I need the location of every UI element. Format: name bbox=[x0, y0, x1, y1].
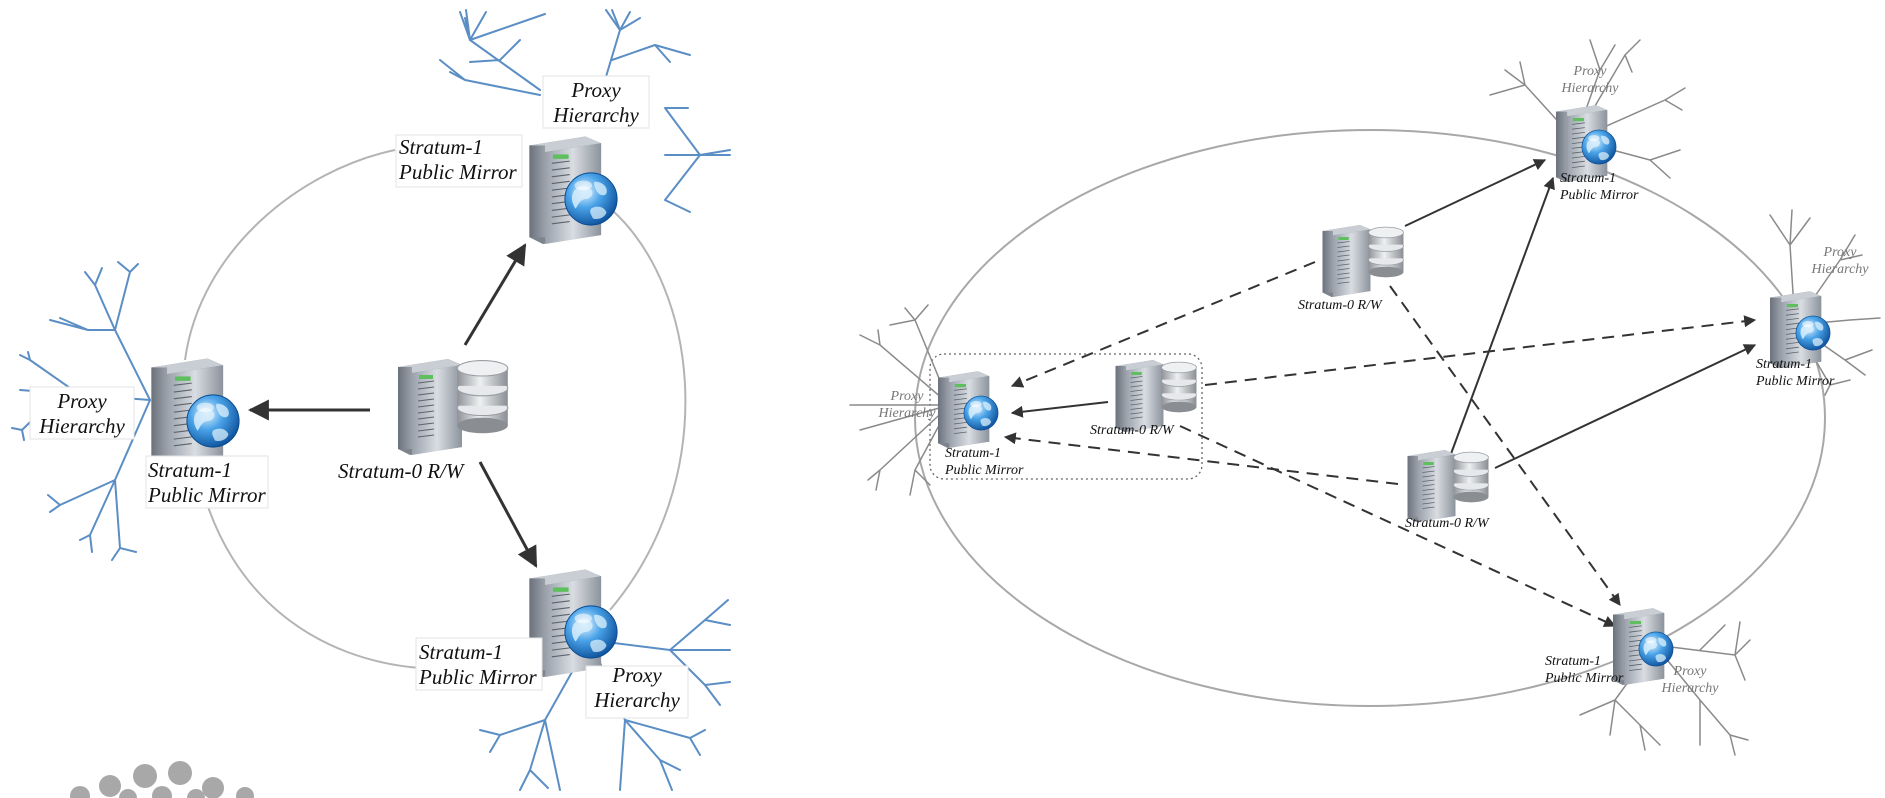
database-disks-icon bbox=[1161, 361, 1197, 413]
left-tree-bottom bbox=[479, 599, 731, 791]
right-mirror-left bbox=[937, 370, 999, 448]
right-tree-top bbox=[1489, 39, 1686, 179]
right-top-mirror-line2: Public Mirror bbox=[1559, 188, 1639, 203]
left-left-proxy-line2: Hierarchy bbox=[38, 414, 125, 438]
server-tower-icon bbox=[1322, 224, 1371, 297]
left-label-boxes bbox=[29, 75, 689, 719]
logo-dots-icon bbox=[70, 761, 254, 798]
globe-icon bbox=[564, 172, 618, 226]
left-center-server bbox=[397, 358, 509, 455]
left-bottom-proxy-line2: Hierarchy bbox=[593, 688, 680, 712]
right-dashed-arrows bbox=[1003, 261, 1757, 627]
server-tower-icon bbox=[397, 358, 463, 455]
globe-icon bbox=[186, 394, 240, 448]
left-diagram: Stratum-0 R/W Stratum-1 Public Mirror Pr… bbox=[11, 9, 731, 791]
right-s0-top-label: Stratum-0 R/W bbox=[1298, 298, 1383, 313]
right-bottom-proxy-line1: Proxy bbox=[1673, 664, 1708, 679]
database-disks-icon bbox=[456, 360, 509, 434]
right-solid-arrows bbox=[1010, 159, 1757, 471]
left-arrows bbox=[247, 243, 538, 568]
globe-icon bbox=[1795, 315, 1831, 351]
left-center-label: Stratum-0 R/W bbox=[338, 459, 466, 483]
left-bottom-proxy-line1: Proxy bbox=[611, 663, 662, 687]
left-top-mirror-line1: Stratum-1 bbox=[399, 135, 483, 159]
left-ring bbox=[184, 149, 687, 669]
left-left-mirror-line2: Public Mirror bbox=[147, 483, 266, 507]
right-left-proxy-line1: Proxy bbox=[890, 389, 925, 404]
right-left-mirror-line1: Stratum-1 bbox=[945, 446, 1001, 461]
left-mirror-top bbox=[528, 135, 618, 244]
right-bottom-mirror-line1: Stratum-1 bbox=[1545, 654, 1601, 669]
right-left-mirror-line2: Public Mirror bbox=[944, 463, 1024, 478]
globe-icon bbox=[1638, 631, 1674, 667]
right-top-proxy-line1: Proxy bbox=[1573, 64, 1608, 79]
right-group-box bbox=[929, 353, 1203, 480]
globe-icon bbox=[963, 395, 999, 431]
left-left-mirror-line1: Stratum-1 bbox=[148, 458, 232, 482]
right-s0-center-label: Stratum-0 R/W bbox=[1090, 423, 1175, 438]
left-tree-top bbox=[439, 9, 731, 213]
left-top-proxy-line2: Hierarchy bbox=[552, 103, 639, 127]
server-tower-icon bbox=[1407, 449, 1456, 522]
right-right-proxy-line1: Proxy bbox=[1823, 245, 1858, 260]
right-right-mirror-line1: Stratum-1 bbox=[1756, 357, 1812, 372]
right-ring bbox=[914, 129, 1826, 707]
right-left-proxy-line2: Hierarchy bbox=[877, 406, 936, 421]
globe-icon bbox=[1581, 129, 1617, 165]
left-top-proxy-line1: Proxy bbox=[570, 78, 621, 102]
right-s0-center bbox=[1115, 359, 1197, 432]
left-tree-left bbox=[11, 261, 151, 561]
left-left-proxy-line1: Proxy bbox=[56, 389, 107, 413]
database-disks-icon bbox=[1368, 226, 1404, 278]
right-tree-left bbox=[849, 304, 951, 496]
right-right-mirror-line2: Public Mirror bbox=[1755, 374, 1835, 389]
server-tower-icon bbox=[1115, 359, 1164, 432]
right-s0-bottom-label: Stratum-0 R/W bbox=[1405, 516, 1490, 531]
right-bottom-mirror-line2: Public Mirror bbox=[1544, 671, 1624, 686]
left-mirror-left bbox=[150, 357, 240, 466]
left-bottom-mirror-line2: Public Mirror bbox=[418, 665, 537, 689]
globe-icon bbox=[564, 605, 618, 659]
right-diagram: Stratum-0 R/W Stratum-0 R/W Stratum-0 R/… bbox=[849, 39, 1881, 756]
left-mirror-bottom bbox=[528, 568, 618, 677]
right-s0-bottom bbox=[1407, 449, 1489, 522]
right-top-mirror-line1: Stratum-1 bbox=[1560, 171, 1616, 186]
database-disks-icon bbox=[1453, 451, 1489, 503]
left-top-mirror-line2: Public Mirror bbox=[398, 160, 517, 184]
right-bottom-proxy-line2: Hierarchy bbox=[1660, 681, 1719, 696]
right-right-proxy-line2: Hierarchy bbox=[1810, 262, 1869, 277]
right-trees bbox=[849, 39, 1881, 756]
right-top-proxy-line2: Hierarchy bbox=[1560, 81, 1619, 96]
left-bottom-mirror-line1: Stratum-1 bbox=[419, 640, 503, 664]
